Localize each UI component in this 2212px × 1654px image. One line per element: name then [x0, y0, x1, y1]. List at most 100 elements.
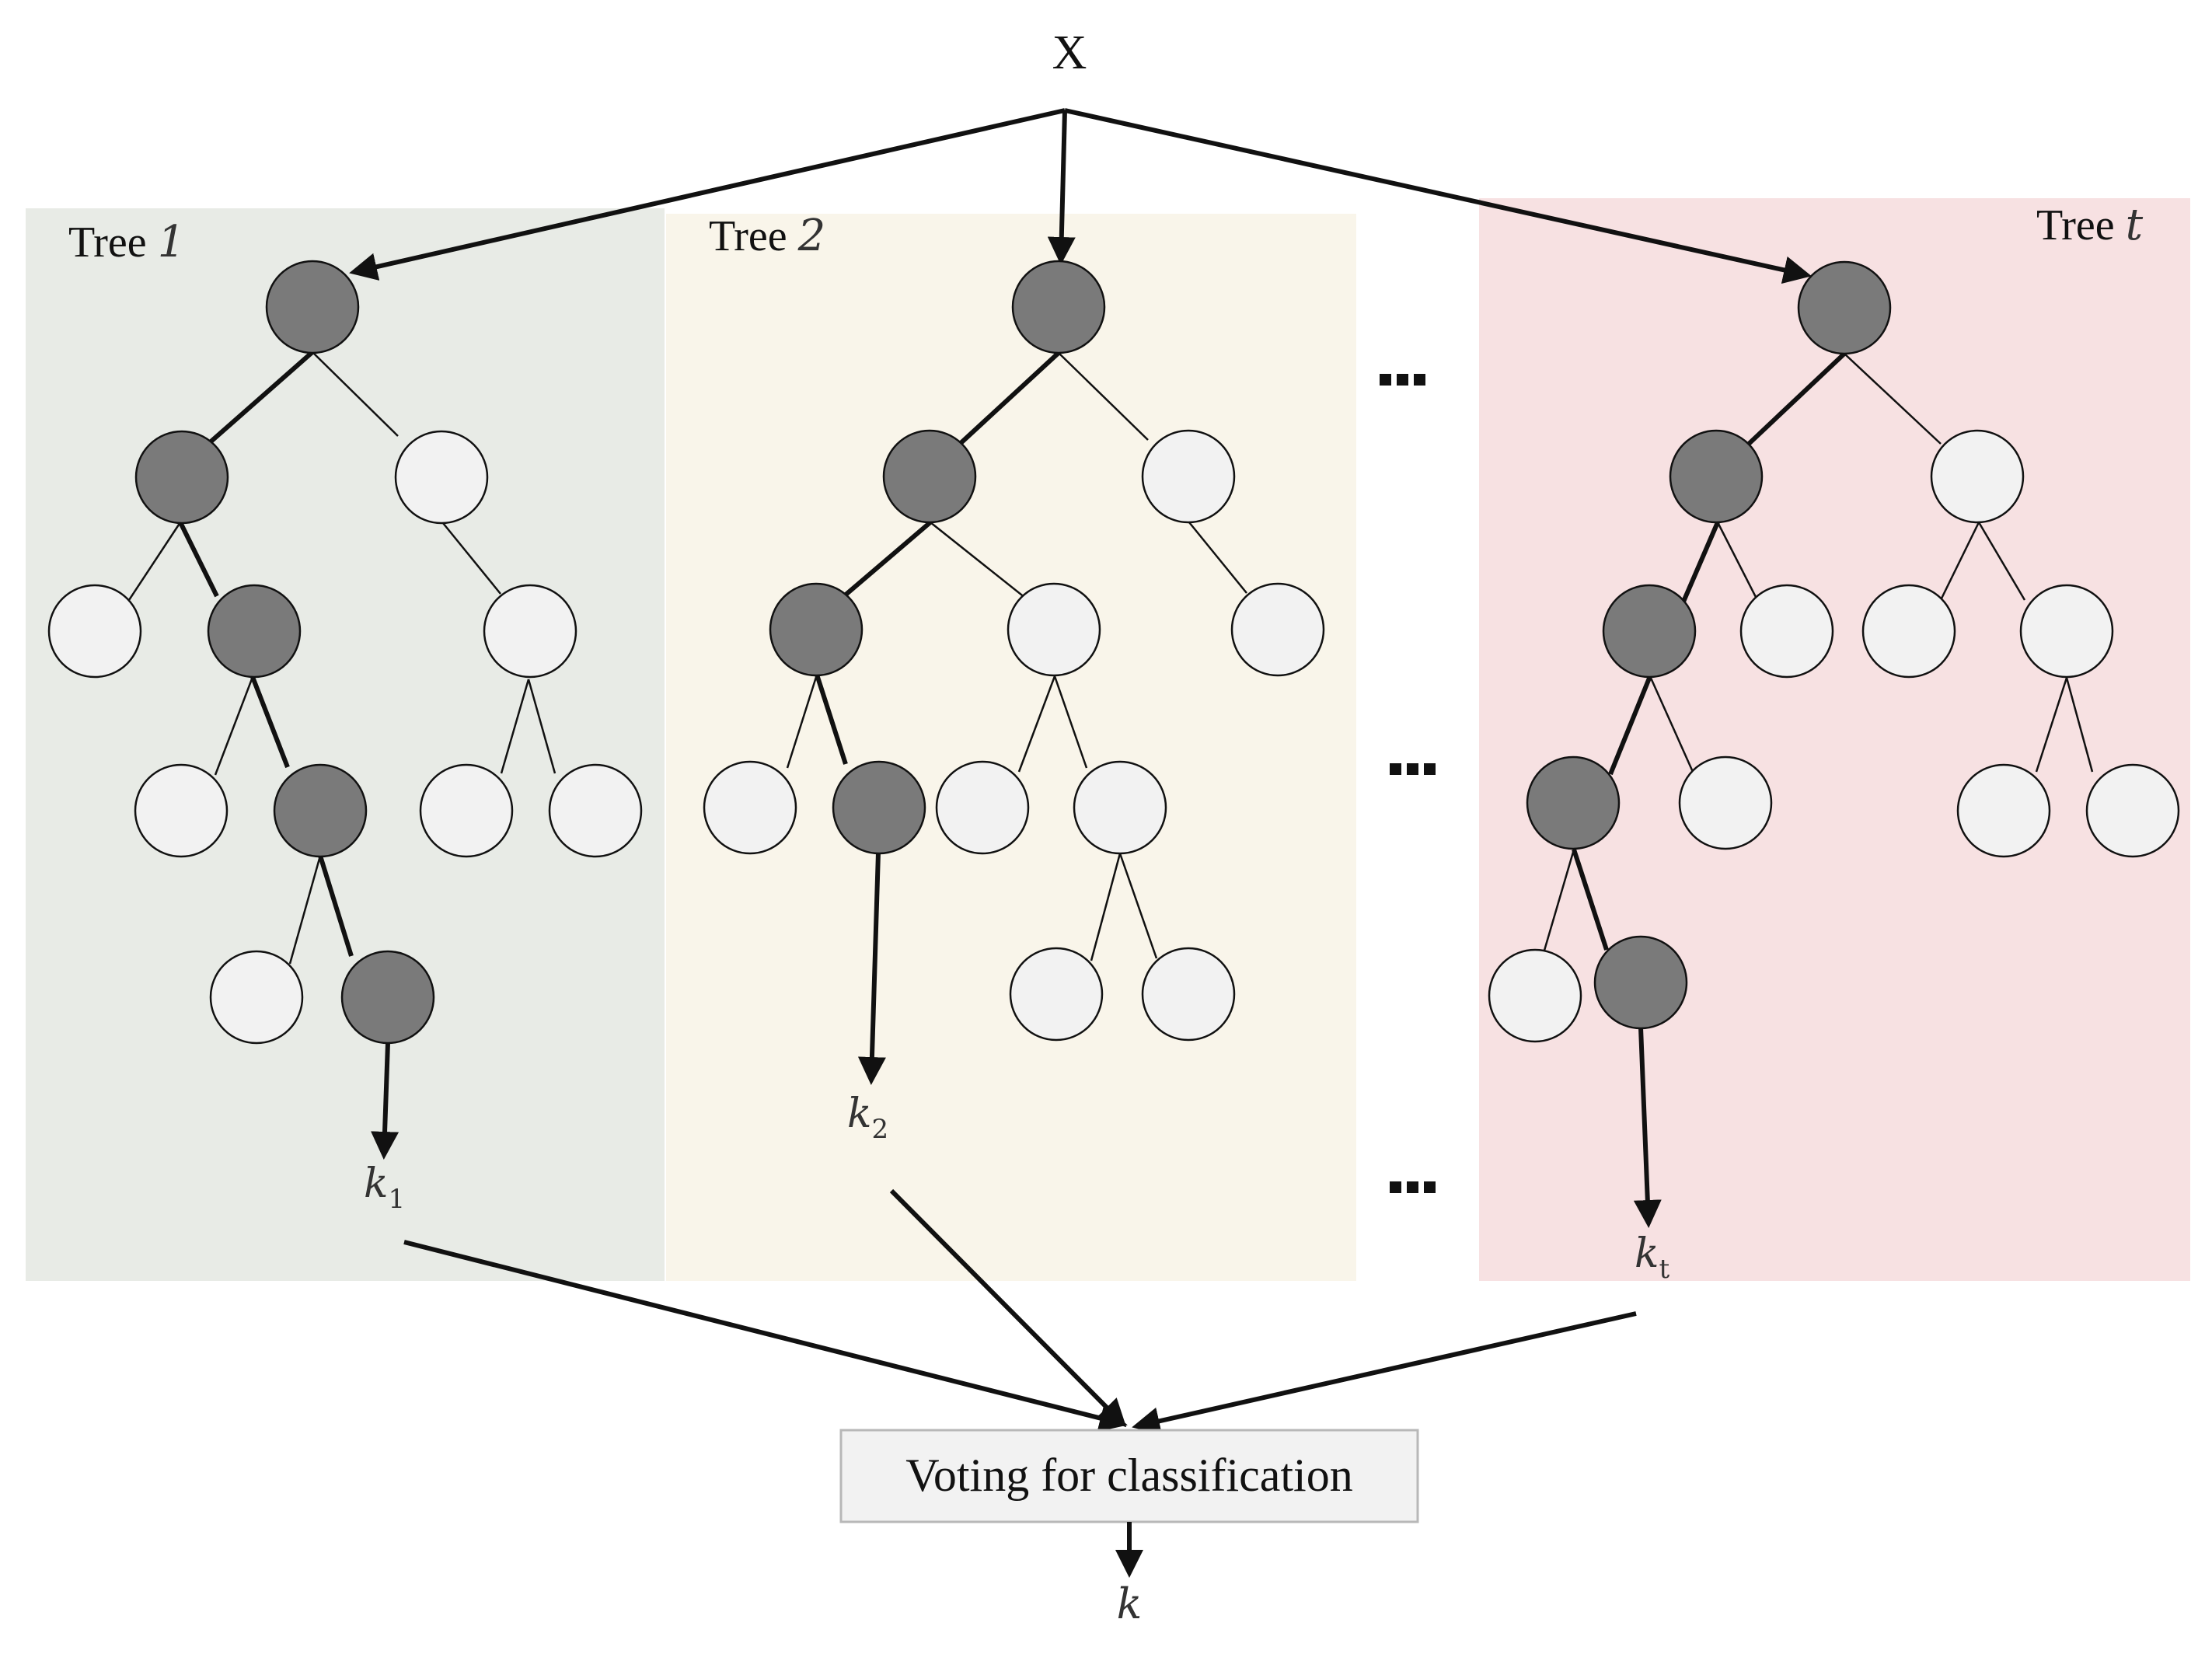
- tree-2-edge: [1017, 675, 1056, 773]
- tree-2-edge: [1118, 853, 1158, 959]
- tree-1: k1: [47, 260, 643, 1215]
- aggregation-arrows: [403, 1188, 1637, 1435]
- tree-t-edge: [2035, 677, 2068, 773]
- tree-node-inactive: [1009, 947, 1104, 1042]
- tree-t-edge: [1844, 353, 1942, 445]
- ellipsis-middle: [1390, 763, 1436, 775]
- tree-node-inactive: [1678, 755, 1773, 850]
- tree-node-active: [134, 430, 229, 525]
- tree-node-inactive: [2019, 584, 2114, 679]
- tree-node-inactive: [1739, 584, 1834, 679]
- tree-1-edge: [288, 855, 322, 965]
- tree-t-edge: [1938, 522, 1980, 602]
- tree-node-active: [769, 582, 864, 677]
- ellipsis-bottom: [1390, 1181, 1436, 1193]
- tree-2-panel: [666, 214, 1356, 1281]
- input-arrow-tree-t: [1064, 108, 1812, 284]
- tree-1-edge: [214, 676, 254, 776]
- tree-2-edge: [843, 520, 932, 598]
- final-output-label: k: [1117, 1579, 1143, 1628]
- tree-node-active: [1797, 260, 1892, 355]
- tree-t-edge: [2065, 677, 2094, 773]
- aggregation-arrow-tree-1: [403, 1240, 1128, 1432]
- tree-1-edge: [127, 522, 182, 601]
- tree-node-inactive: [134, 763, 229, 858]
- tree-node-inactive: [419, 763, 514, 858]
- tree-node-inactive: [1007, 582, 1101, 677]
- tree-node-active: [273, 763, 368, 858]
- input-label: X: [1052, 26, 1087, 79]
- tree-node-active: [207, 584, 302, 679]
- tree-node-inactive: [47, 584, 142, 679]
- tree-node-inactive: [1488, 948, 1582, 1043]
- tree-2-edge: [1058, 352, 1149, 441]
- tree-node-active: [882, 429, 977, 524]
- tree-node-inactive: [1956, 763, 2051, 858]
- tree-node-inactive: [2085, 763, 2180, 858]
- tree-node-active: [1526, 755, 1621, 850]
- tree-node-inactive: [703, 760, 797, 855]
- tree-node-inactive: [394, 430, 489, 525]
- tree-t-edge: [1977, 522, 2026, 601]
- tree-2-edge: [957, 351, 1061, 447]
- tree-2-edge: [1090, 853, 1122, 961]
- tree-1-output-label: k1: [364, 1160, 405, 1215]
- tree-1-edge: [312, 351, 399, 437]
- tree-t-label: Tree t: [2036, 200, 2144, 250]
- tree-t-edge: [1716, 522, 1760, 602]
- tree-1-edge: [207, 350, 314, 446]
- ellipsis-top: [1380, 374, 1425, 386]
- voting-label: Voting for classification: [905, 1450, 1352, 1501]
- tree-node-inactive: [1073, 760, 1167, 855]
- tree-t-edge: [1572, 849, 1609, 951]
- tree-node-active: [1669, 429, 1764, 524]
- tree-2-edge: [1053, 675, 1088, 769]
- tree-1-edge: [178, 521, 219, 598]
- tree-2-edge: [1188, 522, 1247, 594]
- tree-node-inactive: [483, 584, 577, 679]
- tree-2-output-label: k2: [847, 1090, 888, 1145]
- tree-1-label: Tree 1: [68, 217, 185, 267]
- tree-1-edge: [442, 522, 501, 595]
- tree-t-edge: [1746, 351, 1847, 446]
- tree-node-active: [265, 260, 360, 354]
- input-arrow-tree-1: [349, 108, 1066, 281]
- tree-node-inactive: [1141, 947, 1236, 1042]
- tree-node-inactive: [1861, 584, 1956, 679]
- tree-t-edge: [1608, 675, 1652, 776]
- tree-2-edge: [815, 674, 848, 765]
- tree-node-inactive: [1930, 429, 2025, 524]
- tree-node-inactive: [548, 763, 643, 858]
- tree-node-active: [1011, 260, 1106, 354]
- input-arrow-tree-2: [1047, 110, 1076, 265]
- tree-2-edge: [786, 674, 818, 769]
- tree-2-output-arrow: [857, 852, 886, 1085]
- aggregation-arrow-tree-2: [889, 1188, 1127, 1428]
- tree-node-inactive: [209, 950, 304, 1045]
- tree-node-active: [832, 760, 926, 855]
- tree-1-edge: [318, 855, 354, 957]
- tree-node-inactive: [1230, 582, 1325, 677]
- input-arrows: [349, 108, 1812, 284]
- tree-1-edge: [527, 679, 556, 774]
- tree-1-edge: [500, 679, 530, 774]
- tree-t-edge: [1540, 849, 1575, 959]
- tree-node-active: [1593, 935, 1688, 1030]
- tree-2: k2: [703, 260, 1325, 1145]
- tree-t-edge: [1681, 521, 1720, 603]
- tree-node-active: [1602, 584, 1697, 679]
- tree-node-active: [340, 950, 435, 1045]
- tree-node-inactive: [1141, 429, 1236, 524]
- tree-2-label: Tree 2: [709, 211, 825, 261]
- tree-1-output-arrow: [371, 1042, 399, 1160]
- tree-t-panel: [1479, 198, 2190, 1281]
- tree-1-edge: [250, 675, 290, 769]
- tree-node-inactive: [935, 760, 1030, 855]
- tree-2-edge: [930, 522, 1030, 602]
- aggregation-arrow-tree-t: [1132, 1311, 1637, 1435]
- tree-t-output-arrow: [1633, 1027, 1662, 1228]
- tree-t-edge: [1649, 675, 1694, 773]
- tree-t: kt: [1488, 260, 2180, 1285]
- voting-box: Voting for classification: [839, 1429, 1419, 1523]
